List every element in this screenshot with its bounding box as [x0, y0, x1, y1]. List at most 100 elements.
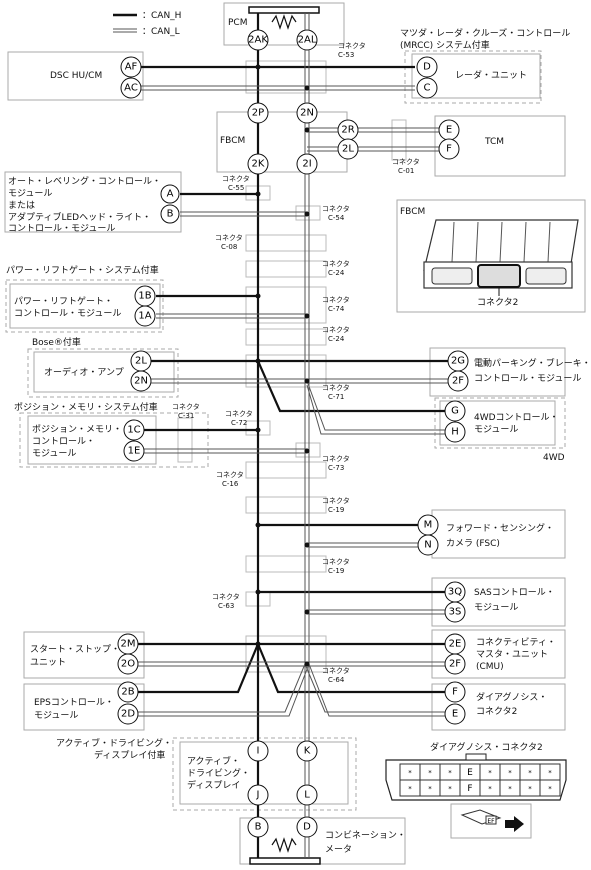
splice-dot: [255, 191, 261, 197]
legend: ：CAN_H ：CAN_L: [113, 11, 181, 37]
mrcc-option-line2: (MRCC) システム付車: [400, 39, 490, 51]
connector-c01-block: [391, 119, 407, 161]
can-h-4wd-g: [256, 360, 458, 413]
c19a-kanji: コネクタ: [322, 496, 350, 505]
pin-fsc-n-text: N: [424, 540, 431, 551]
pin-meter-d: D: [296, 816, 318, 838]
pin-2b-text: 2B: [121, 687, 134, 698]
pin-1a-text: 1A: [138, 311, 151, 322]
bose-option: Bose®付車: [32, 336, 81, 348]
legend-can-l-label: ：CAN_L: [142, 27, 180, 37]
adp-option-line1: アクティブ・ドライビング・: [56, 737, 172, 749]
c55-kanji: コネクタ: [222, 174, 250, 183]
dlc2-pin-label: *: [408, 785, 412, 793]
pin-2l-fbcm: 2L: [337, 138, 359, 160]
pin-2al: 2AL: [296, 29, 318, 51]
pin-circle: [134, 305, 156, 327]
connector-labels: コネクタ C-53 コネクタ C-01 コネクタ C-55 コネクタ C-54 …: [172, 41, 420, 684]
pin-b-text: B: [167, 209, 174, 220]
pin-circle: [416, 77, 438, 99]
leveling-line5: コントロール・モジュール: [8, 224, 115, 234]
c71-id: C-71: [328, 393, 344, 401]
pin-2d-text: 2D: [121, 709, 135, 720]
pin-1e-text: 1E: [128, 446, 141, 457]
pcm-label: PCM: [228, 18, 247, 28]
c08-id: C-08: [221, 243, 237, 251]
radar-unit-label: レーダ・ユニット: [455, 69, 527, 81]
pin-fsc-m: M: [417, 514, 439, 536]
meter-terminator-bar: [249, 857, 321, 865]
dlc2-connector-inset: ダイアグノシス・コネクタ2 ***E*******F**** EF: [385, 741, 567, 839]
pin-2n-audio-text: 2N: [134, 376, 148, 387]
pin-circle: [130, 370, 152, 392]
pin-2f-epb: 2F: [447, 370, 469, 392]
audio-amp-label: オーディオ・アンプ: [44, 366, 124, 378]
bose-option-box: [27, 348, 179, 398]
connector-c19b-block: [245, 555, 327, 573]
splice-dot: [255, 293, 261, 299]
pin-circle: [438, 138, 460, 160]
splice-dots: [255, 64, 310, 667]
splice-dot: [255, 427, 261, 433]
liftgate-line1: パワー・リフトゲート・: [14, 295, 113, 307]
pin-circle: [444, 421, 466, 443]
mrcc-option-line1: マツダ・レーダ・クルーズ・コントロール: [400, 27, 570, 39]
connector-c08-block: [245, 234, 327, 252]
pin-circle: [447, 370, 469, 392]
adp-line3: ディスプレイ: [187, 779, 240, 791]
pin-ac-text: AC: [124, 83, 138, 94]
pin-b: B: [160, 204, 180, 224]
pos-memory-option-box: [19, 412, 209, 468]
adp-option-line2: ディスプレイ付車: [94, 749, 165, 761]
dlc2-line2: コネクタ2: [476, 706, 517, 717]
dlc2-pin-label: *: [548, 785, 552, 793]
c74-kanji: コネクタ: [322, 295, 350, 304]
c73-kanji: コネクタ: [322, 454, 350, 463]
pin-2k-text: 2K: [252, 159, 265, 170]
pin-1b-text: 1B: [138, 291, 151, 302]
pin-circle: [247, 102, 269, 124]
pin-2e-text: 2E: [449, 639, 462, 650]
pin-circle: [444, 703, 466, 725]
pin-circle: [296, 29, 318, 51]
pin-circle: [296, 784, 318, 806]
leveling-line1: オート・レベリング・コントロール・: [8, 175, 161, 187]
cmu-line1: コネクティビティ・: [476, 637, 556, 648]
fbcm-inset-caption: コネクタ2: [477, 297, 518, 308]
pin-1c: 1C: [123, 419, 145, 441]
dlc2-pin-cell: [539, 779, 561, 797]
pin-2m: 2M: [117, 633, 139, 655]
c72-kanji: コネクタ: [225, 409, 253, 418]
pin-1c-text: 1C: [127, 425, 140, 436]
pin-meter-d-text: D: [303, 822, 311, 833]
pin-2p: 2P: [247, 102, 269, 124]
splice-dot: [304, 313, 310, 319]
fbcm-box: [216, 111, 348, 173]
splice-dot: [304, 378, 310, 384]
pin-af-text: AF: [125, 62, 138, 73]
can-h-dlc: [256, 643, 455, 694]
pin-circle: [417, 534, 439, 556]
splice-dot: [255, 358, 261, 364]
c63-id: C-63: [218, 602, 234, 610]
adp-line2: ドライビング・: [187, 767, 250, 779]
pin-adp-j-text: J: [256, 790, 260, 801]
pin-tcm-f-text: F: [446, 144, 452, 155]
pos-memory-line3: モジュール: [32, 449, 76, 459]
tcm-label: TCM: [484, 137, 504, 147]
pin-circle: [337, 138, 359, 160]
fbcm-rib: [523, 221, 527, 263]
4wd-option-box: [434, 397, 566, 449]
pin-circle: [296, 816, 318, 838]
dlc2-pin-label: *: [508, 785, 512, 793]
pin-circle: [296, 153, 318, 175]
c55-id: C-55: [228, 184, 244, 192]
fbcm-rib: [499, 221, 503, 263]
c74-id: C-74: [328, 305, 345, 313]
pin-4wd-h: H: [444, 421, 466, 443]
pin-2i-text: 2I: [302, 159, 311, 170]
pin-adp-k: K: [296, 740, 318, 762]
splice-dot: [304, 448, 310, 454]
connector-c31-block: [177, 417, 193, 463]
c01-kanji: コネクタ: [392, 157, 420, 166]
